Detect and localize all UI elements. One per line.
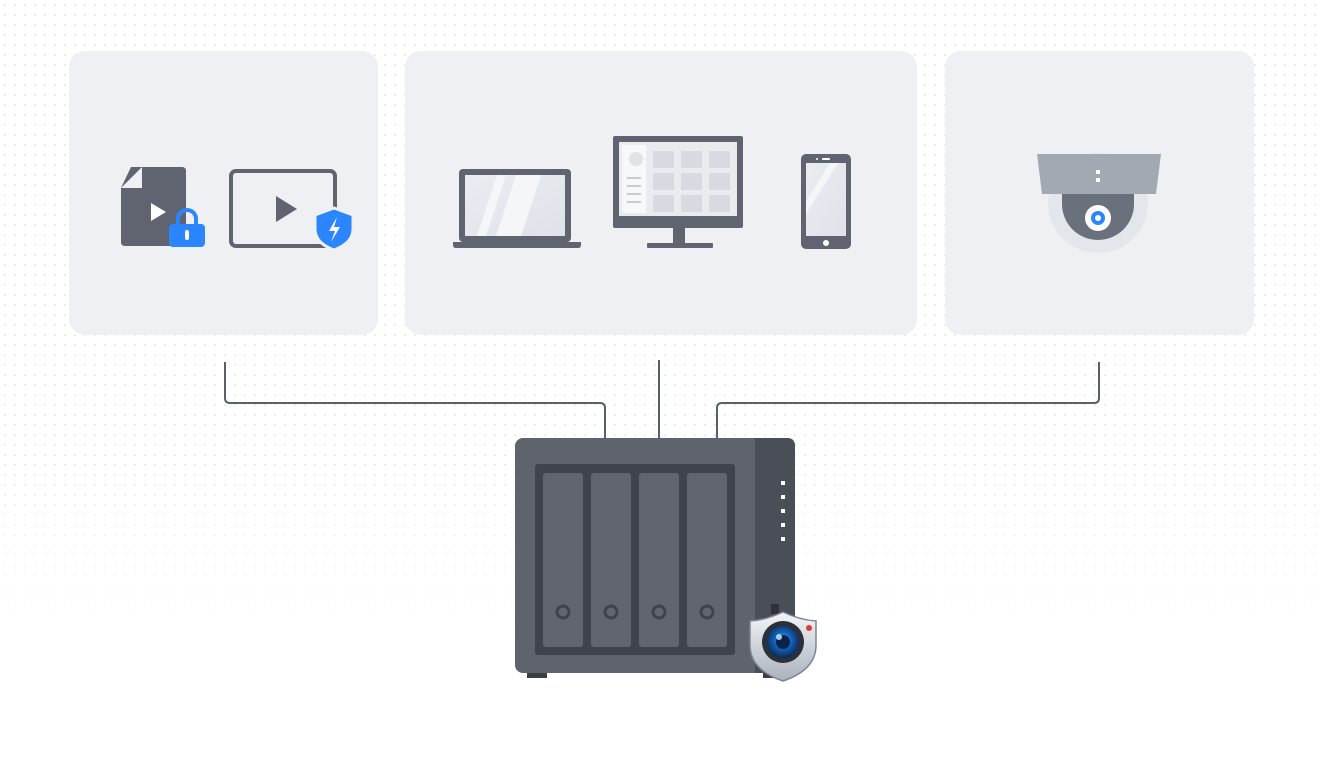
nas-server-icon [515,438,795,678]
panel-secure-media [69,51,378,335]
connection-lines [224,360,1100,440]
camera-to-nas-connector [716,362,1100,440]
desktop-monitor-icon [613,136,743,248]
dome-ip-camera-icon [1037,153,1161,253]
protected-video-player-icon [229,169,355,252]
locked-video-file-icon [121,167,205,247]
smartphone-icon [801,154,851,249]
nas-status-leds [781,481,785,541]
surveillance-station-badge-icon [749,611,817,682]
laptop-icon [453,169,581,248]
media-to-nas-connector [224,362,606,440]
